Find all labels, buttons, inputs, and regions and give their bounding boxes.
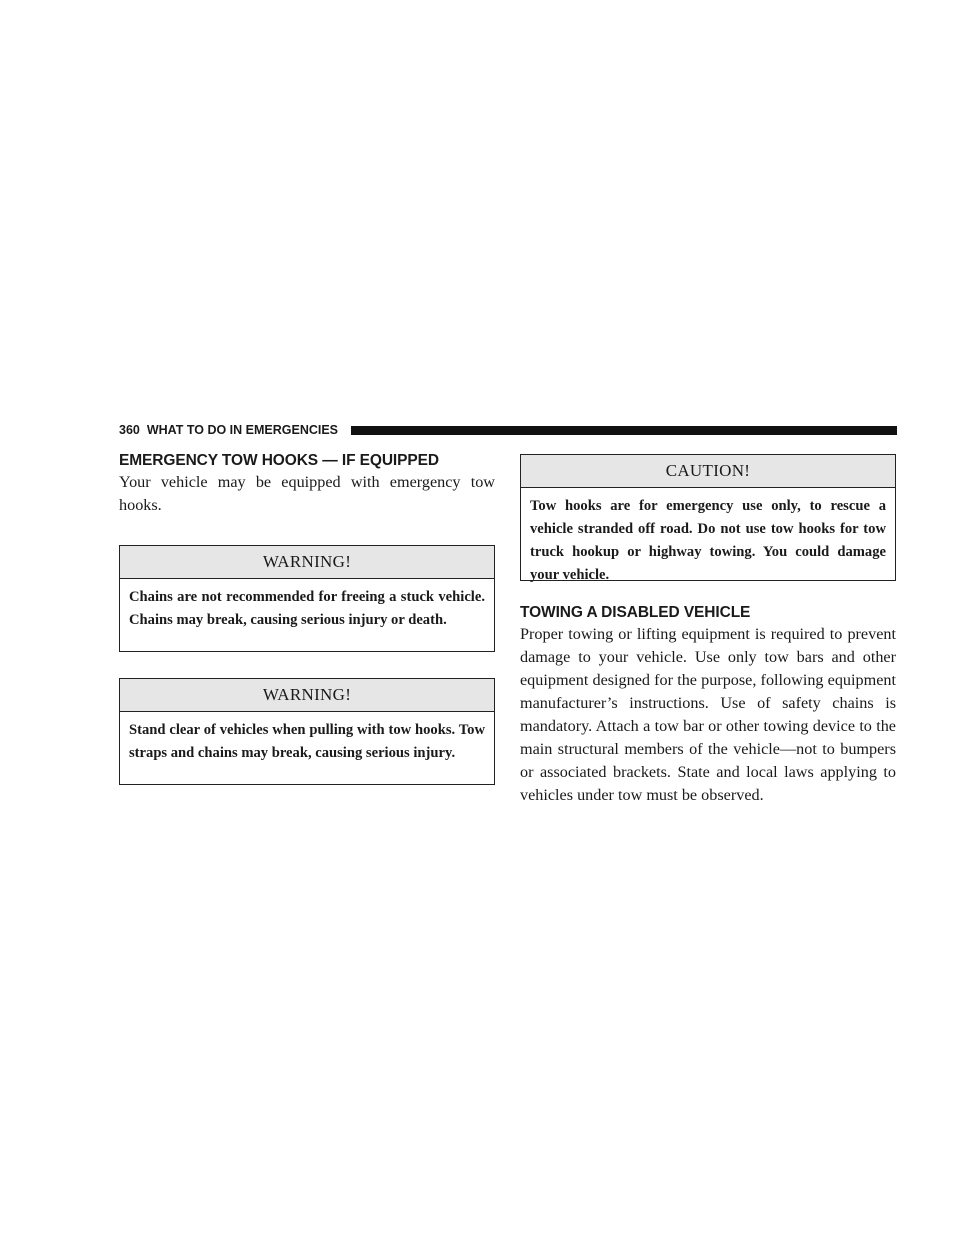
section-title: WHAT TO DO IN EMERGENCIES [146,423,339,437]
warning-title: WARNING! [120,546,494,579]
warning-box-stand-clear: WARNING! Stand clear of vehicles when pu… [119,678,495,785]
warning-text: Chains are not recommended for freeing a… [129,589,485,628]
section-heading-towing: TOWING A DISABLED VEHICLE [520,604,751,621]
towing-paragraph: Proper towing or lifting equipment is re… [520,625,896,804]
header-text: 360 WHAT TO DO IN EMERGENCIES [119,422,344,438]
page-header: 360 WHAT TO DO IN EMERGENCIES [119,422,897,438]
header-rule [351,426,897,435]
caution-box-tow-hooks: CAUTION! Tow hooks are for emergency use… [520,454,896,583]
caution-title: CAUTION! [521,455,895,488]
warning-text: Stand clear of vehicles when pulling wit… [129,722,485,761]
caution-text: Tow hooks are for emergency use only, to… [530,498,886,583]
warning-box-chains: WARNING! Chains are not recommended for … [119,545,495,652]
left-column: EMERGENCY TOW HOOKS — IF EQUIPPED Your v… [119,452,495,785]
intro-paragraph: Your vehicle may be equipped with emerge… [119,473,495,514]
warning-title: WARNING! [120,679,494,712]
page-number: 360 [119,423,140,437]
right-column: CAUTION! Tow hooks are for emergency use… [520,452,896,807]
section-heading-tow-hooks: EMERGENCY TOW HOOKS — IF EQUIPPED [119,452,439,469]
